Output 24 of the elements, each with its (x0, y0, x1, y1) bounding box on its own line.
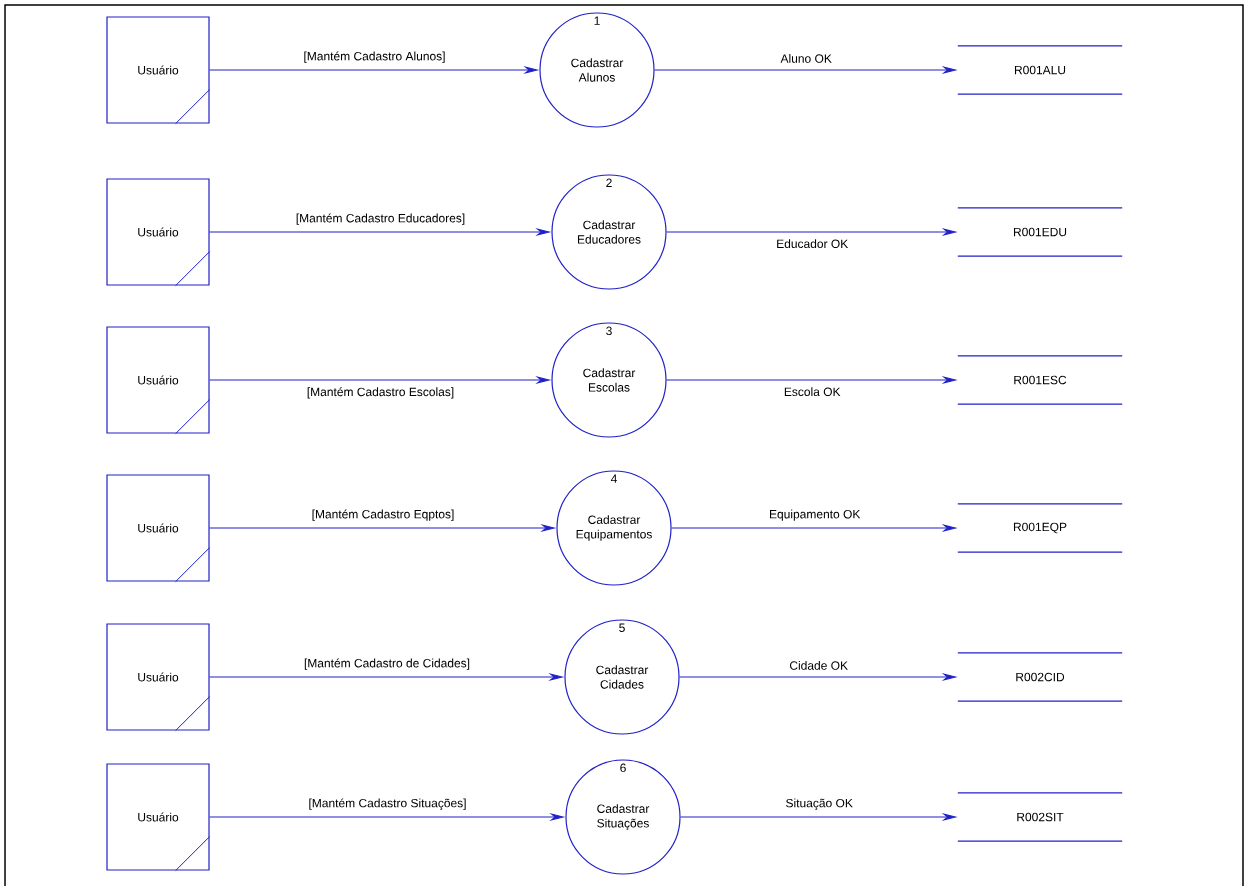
external-entity-box: Usuário (106, 16, 211, 125)
data-store: R002CID (957, 652, 1123, 702)
external-entity-box: Usuário (106, 623, 211, 732)
edge-label: [Mantém Cadastro Eqptos] (310, 508, 456, 522)
edge-label: Aluno OK (779, 53, 833, 64)
edge-label: Situação OK (784, 797, 854, 811)
edge-label: Equipamento OK (768, 508, 862, 522)
external-entity-box: Usuário (106, 178, 211, 287)
edge-label: [Mantém Cadastro Alunos] (302, 50, 447, 64)
edge-label: [Mantém Cadastro Escolas] (305, 386, 456, 400)
data-store: R001EQP (957, 503, 1123, 553)
edge-label: Educador OK (775, 238, 850, 249)
data-store: R001EDU (957, 207, 1123, 257)
edge-label: [Mantém Cadastro Situações] (307, 797, 468, 811)
data-store: R001ESC (957, 355, 1123, 405)
data-store: R001ALU (957, 45, 1123, 95)
edge-label: Escola OK (782, 386, 842, 397)
external-entity-box: Usuário (106, 763, 211, 872)
edge-label: Cidade OK (788, 660, 850, 671)
edge-label: [Mantém Cadastro Educadores] (294, 212, 467, 226)
data-store: R002SIT (957, 792, 1123, 842)
external-entity-box: Usuário (106, 474, 211, 583)
edge-label: [Mantém Cadastro de Cidades] (302, 657, 472, 671)
external-entity-box: Usuário (106, 326, 211, 435)
